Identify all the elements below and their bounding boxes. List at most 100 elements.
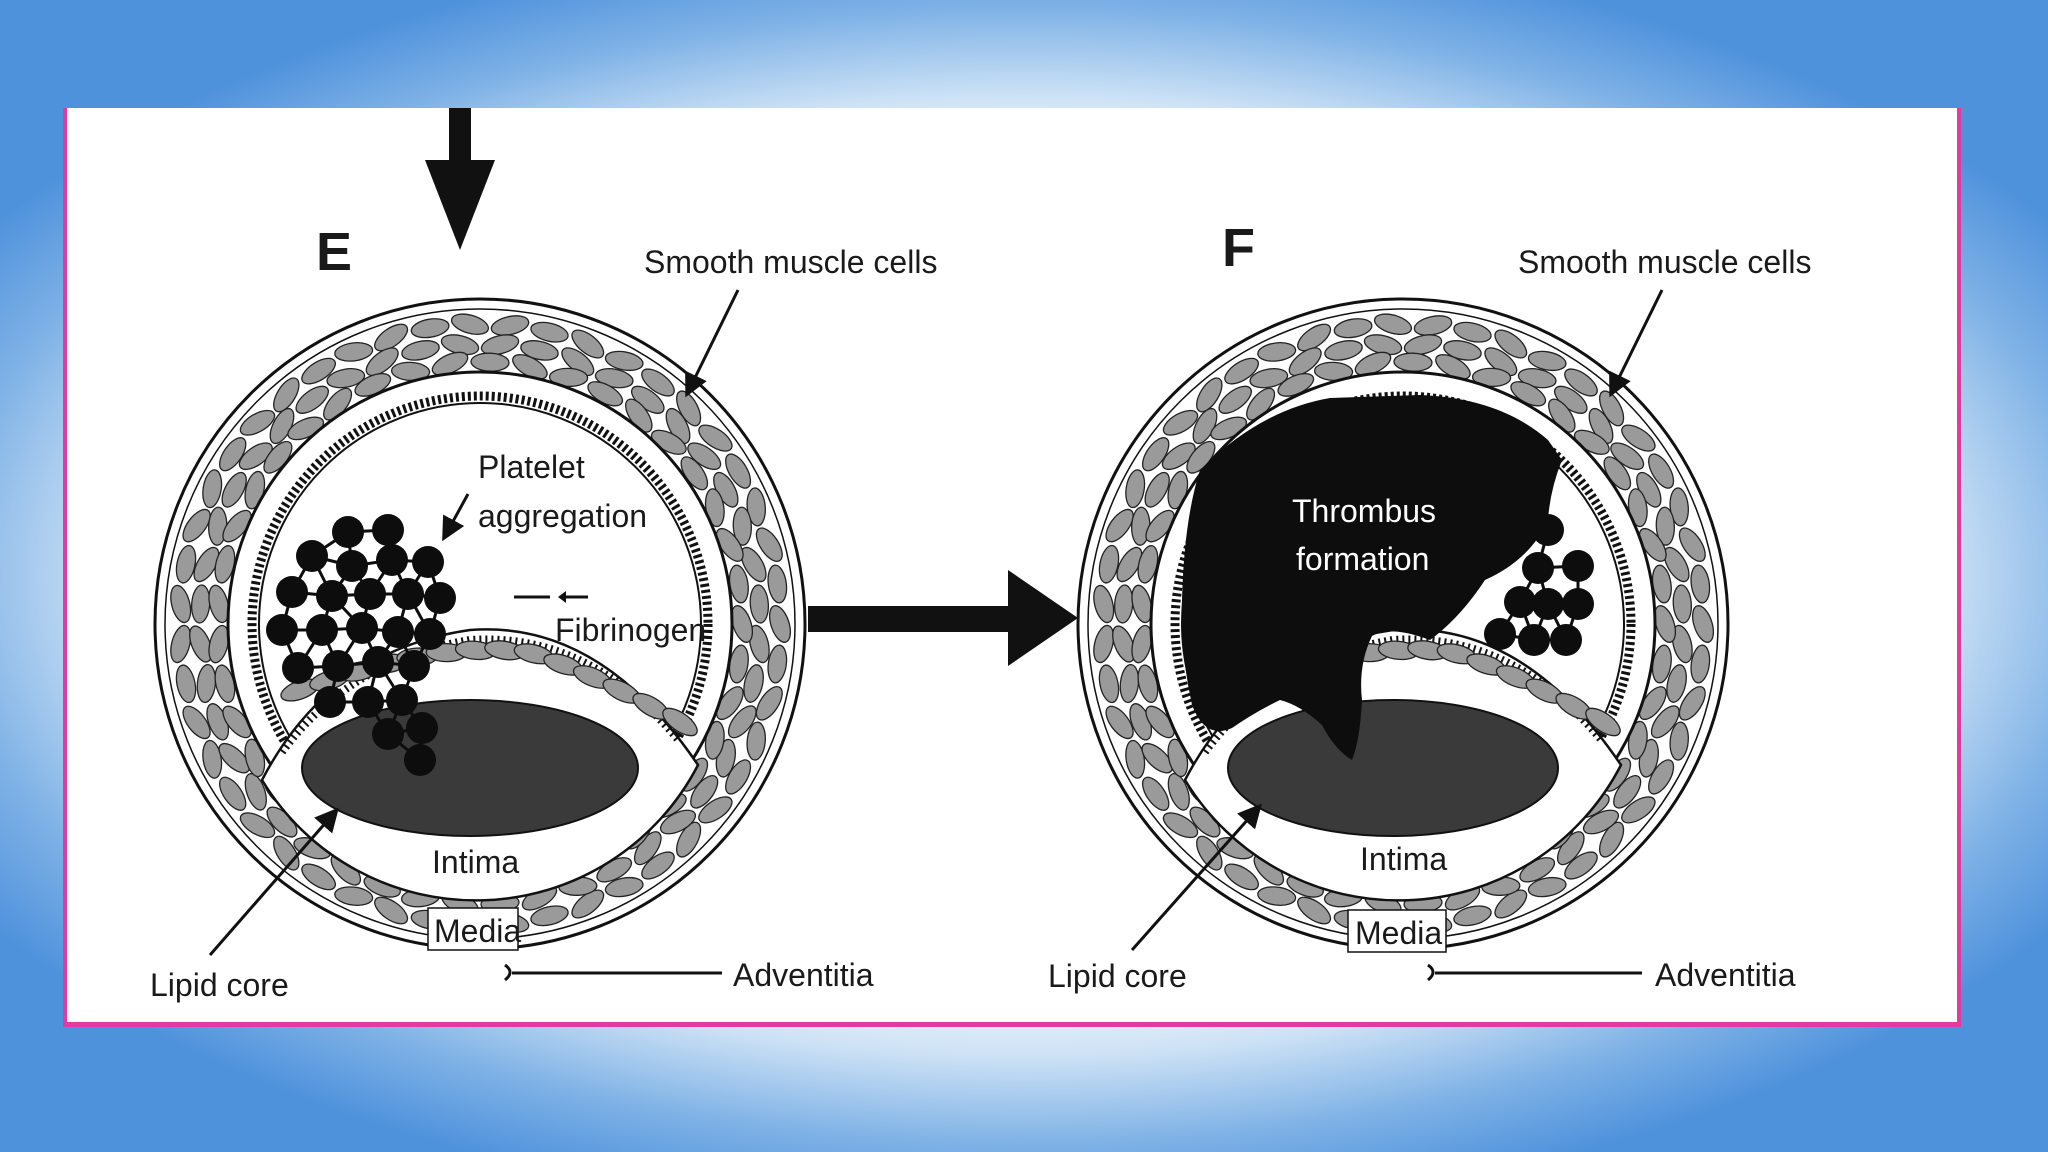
platelet	[1504, 586, 1536, 618]
smooth-muscle-cell	[748, 624, 770, 664]
platelet	[1550, 624, 1582, 656]
platelet	[336, 550, 368, 582]
smooth-muscle-cell	[1257, 886, 1297, 906]
smooth-muscle-cell	[1678, 527, 1706, 562]
panel-e-platelet-cluster	[266, 514, 456, 776]
panel-e-letter: E	[316, 222, 352, 282]
smooth-muscle-cell	[1663, 546, 1690, 583]
panel-e-platelet-label-line2: aggregation	[478, 498, 647, 534]
smooth-muscle-cell	[218, 776, 247, 811]
smooth-muscle-cell	[1125, 469, 1146, 509]
platelet	[386, 684, 418, 716]
smooth-muscle-cell	[1141, 776, 1170, 811]
smooth-muscle-cell	[530, 905, 569, 927]
smooth-muscle-cell	[244, 772, 267, 811]
smooth-muscle-cell	[1098, 544, 1120, 584]
smooth-muscle-cell	[1494, 889, 1528, 919]
smooth-muscle-cell	[410, 318, 450, 339]
smooth-muscle-cell	[1257, 342, 1297, 362]
smooth-muscle-cell	[221, 471, 247, 508]
smooth-muscle-cell	[374, 896, 409, 925]
platelet	[266, 614, 298, 646]
smooth-muscle-cell	[755, 527, 783, 562]
panel-e-lipid-core-label: Lipid core	[150, 967, 289, 1003]
platelet	[296, 540, 328, 572]
smooth-muscle-cell	[665, 407, 691, 445]
smooth-muscle-cell	[1324, 340, 1363, 361]
platelet	[1484, 618, 1516, 650]
panel-f-adventitia-label: Adventitia	[1655, 957, 1796, 993]
panel-f-vessel	[1076, 297, 1730, 951]
smooth-muscle-cell	[520, 340, 559, 361]
smooth-muscle-cell	[218, 437, 247, 472]
smooth-muscle-cell	[641, 368, 675, 397]
panel-e-intima-label: Intima	[432, 844, 519, 880]
smooth-muscle-cell	[1093, 624, 1115, 664]
panel-e-adventitia-label: Adventitia	[733, 957, 874, 993]
smooth-muscle-cell	[1224, 863, 1259, 891]
panel-e-smooth-muscle-label: Smooth muscle cells	[644, 244, 937, 280]
panel-e-vessel	[153, 297, 807, 951]
smooth-muscle-cell	[571, 889, 605, 919]
smooth-muscle-cell	[604, 350, 644, 372]
platelet	[276, 576, 308, 608]
smooth-muscle-cell	[746, 721, 766, 761]
smooth-muscle-cell	[1288, 347, 1322, 377]
smooth-muscle-cell	[1666, 664, 1687, 703]
plaque-cell	[662, 707, 698, 737]
smooth-muscle-cell	[698, 796, 733, 824]
smooth-muscle-cell	[767, 564, 788, 604]
smooth-muscle-cell	[768, 605, 792, 643]
smooth-muscle-cell	[1297, 323, 1332, 352]
panel-f-lipid-core	[1227, 699, 1559, 837]
platelet	[424, 582, 456, 614]
smooth-muscle-cell	[189, 625, 213, 663]
smooth-muscle-cell	[239, 409, 276, 436]
smooth-muscle-cell	[1297, 896, 1332, 925]
smooth-muscle-cell	[740, 546, 767, 583]
smooth-muscle-cell	[1610, 442, 1645, 471]
smooth-muscle-cell	[301, 357, 336, 385]
smooth-muscle-cell	[687, 442, 722, 471]
panel-e-leader-lines	[208, 289, 740, 982]
smooth-muscle-cell	[1527, 350, 1567, 372]
platelet	[398, 650, 430, 682]
platelet	[332, 516, 364, 548]
smooth-muscle-cell	[1161, 442, 1196, 471]
platelet	[1562, 550, 1594, 582]
top-down-arrow	[425, 108, 495, 250]
smooth-muscle-cell	[1669, 487, 1689, 527]
platelet	[282, 652, 314, 684]
smooth-muscle-cell	[1588, 407, 1614, 445]
smooth-muscle-cell	[202, 739, 223, 779]
panel-f-smooth-muscle-label: Smooth muscle cells	[1518, 244, 1811, 280]
smooth-muscle-cell	[1453, 321, 1492, 343]
smooth-muscle-cell	[1141, 437, 1170, 472]
smooth-muscle-cell	[1690, 564, 1711, 604]
smooth-muscle-cell	[1125, 739, 1146, 779]
smooth-muscle-cell	[1196, 835, 1223, 871]
platelet	[322, 650, 354, 682]
smooth-muscle-cell	[1564, 368, 1598, 397]
smooth-muscle-cell	[1678, 686, 1706, 721]
smooth-muscle-cell	[273, 377, 300, 413]
smooth-muscle-cell	[1093, 584, 1115, 624]
smooth-muscle-cell	[193, 546, 220, 583]
platelet	[372, 514, 404, 546]
smooth-muscle-cell	[1249, 368, 1289, 389]
smooth-muscle-cell	[480, 334, 520, 356]
smooth-muscle-cell	[1105, 508, 1134, 543]
smooth-muscle-cell	[755, 686, 783, 721]
smooth-muscle-cell	[1196, 377, 1223, 413]
platelet	[392, 578, 424, 610]
smooth-muscle-cell	[1373, 313, 1413, 335]
panel-f-media-box	[1347, 909, 1447, 953]
smooth-muscle-cell	[1582, 809, 1620, 835]
smooth-muscle-cell	[1162, 409, 1199, 436]
smooth-muscle-cell	[1112, 625, 1136, 663]
platelet	[346, 612, 378, 644]
panel-f-lipid-core-label: Lipid core	[1048, 958, 1187, 994]
smooth-muscle-cell	[326, 368, 366, 389]
panel-f-media-label: Media	[1355, 915, 1442, 951]
